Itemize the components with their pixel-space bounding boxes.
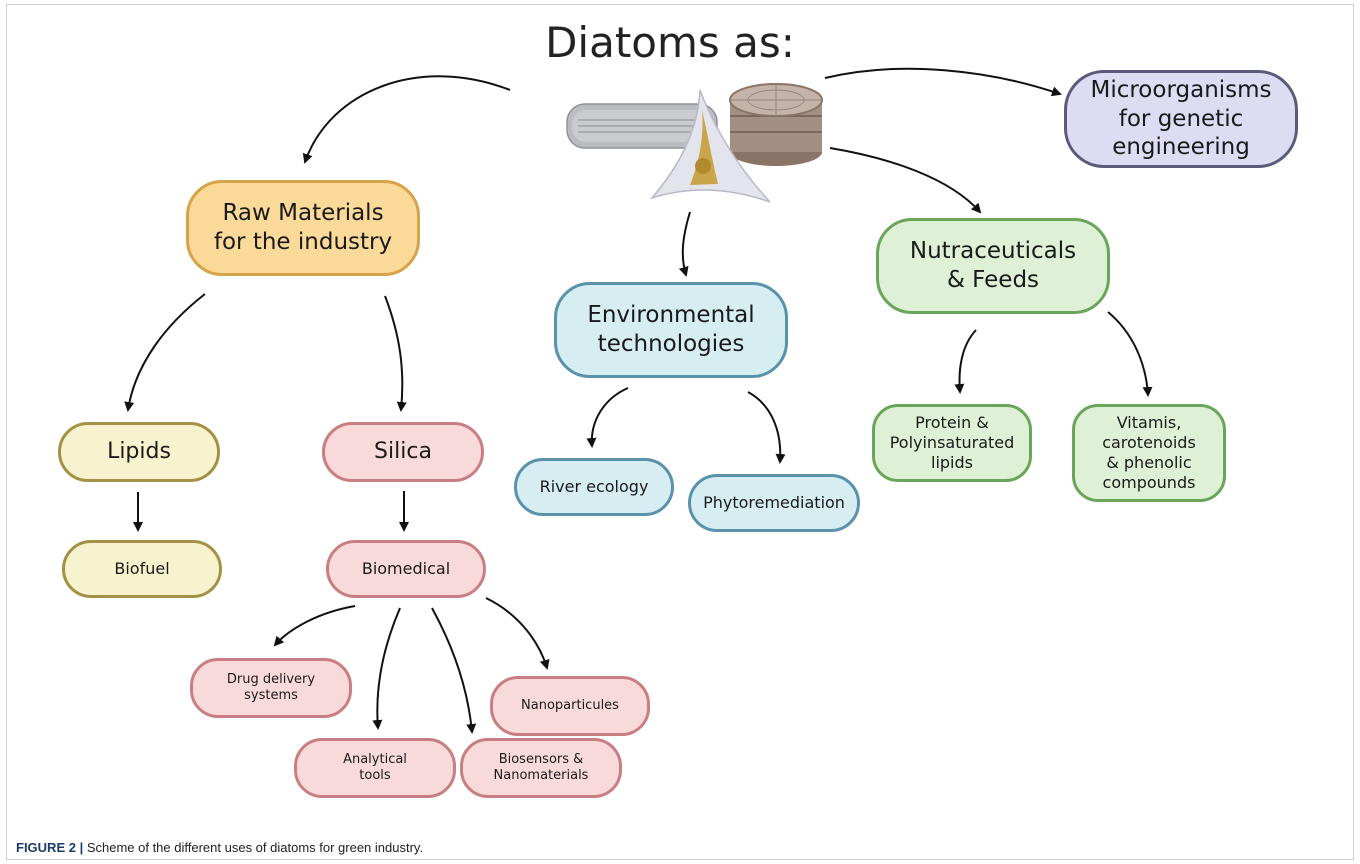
node-vitamins-label: Vitamis, carotenoids & phenolic compound… xyxy=(1102,413,1196,492)
node-lipids-label: Lipids xyxy=(107,439,171,465)
node-nutraceuticals-label: Nutraceuticals & Feeds xyxy=(909,238,1077,293)
node-biomedical-label: Biomedical xyxy=(361,559,451,578)
node-protein: Protein & Polyinsaturated lipids xyxy=(872,404,1032,482)
node-vitamins: Vitamis, carotenoids & phenolic compound… xyxy=(1072,404,1226,502)
node-lipids: Lipids xyxy=(58,422,220,482)
node-environmental: Environmental technologies xyxy=(554,282,788,378)
arrow-to-protein xyxy=(954,329,977,394)
node-biomedical: Biomedical xyxy=(326,540,486,598)
arrow-to-environmental xyxy=(678,211,691,277)
arrow-to-nanoparticules xyxy=(485,597,550,670)
node-nanoparticules: Nanoparticules xyxy=(490,676,650,736)
node-river-ecology: River ecology xyxy=(514,458,674,516)
arrow-to-microorganisms xyxy=(824,67,1062,97)
arrow-to-raw-materials xyxy=(302,75,511,164)
node-microorganisms-label: Microorganisms for genetic engineering xyxy=(1090,76,1272,161)
arrow-to-nutraceuticals xyxy=(829,147,982,214)
node-drug-delivery: Drug delivery systems xyxy=(190,658,352,718)
node-protein-label: Protein & Polyinsaturated lipids xyxy=(889,413,1015,472)
triangular-diatom-icon xyxy=(649,89,771,203)
figure-caption: FIGURE 2 | Scheme of the different uses … xyxy=(16,840,423,855)
node-microorganisms: Microorganisms for genetic engineering xyxy=(1064,70,1298,168)
arrow-to-phytoremediation xyxy=(747,391,786,464)
node-analytical-tools-label: Analytical tools xyxy=(343,751,407,783)
node-biofuel: Biofuel xyxy=(62,540,222,598)
node-biosensors: Biosensors & Nanomaterials xyxy=(460,738,622,798)
arrow-to-silica xyxy=(384,295,407,412)
pennate-diatom-icon xyxy=(566,103,718,149)
node-raw-materials: Raw Materials for the industry xyxy=(186,180,420,276)
node-analytical-tools: Analytical tools xyxy=(294,738,456,798)
node-phytoremediation: Phytoremediation xyxy=(688,474,860,532)
node-drug-delivery-label: Drug delivery systems xyxy=(226,671,316,703)
arrow-to-drug-delivery xyxy=(273,605,356,647)
node-river-ecology-label: River ecology xyxy=(539,477,649,496)
arrow-to-biosensors xyxy=(431,607,477,734)
caption-text: Scheme of the different uses of diatoms … xyxy=(83,840,424,855)
arrow-to-analytical-tools xyxy=(372,607,401,730)
node-phytoremediation-label: Phytoremediation xyxy=(703,493,845,512)
node-raw-materials-label: Raw Materials for the industry xyxy=(213,200,393,255)
arrow-to-lipids xyxy=(124,293,206,412)
node-silica-label: Silica xyxy=(374,439,432,465)
node-environmental-label: Environmental technologies xyxy=(587,302,755,357)
arrow-to-river-ecology xyxy=(586,387,629,448)
arrow-to-vitamins xyxy=(1107,311,1153,397)
figure-frame xyxy=(6,4,1354,860)
node-biofuel-label: Biofuel xyxy=(114,559,170,578)
node-silica: Silica xyxy=(322,422,484,482)
node-biosensors-label: Biosensors & Nanomaterials xyxy=(493,751,589,783)
diagram-title: Diatoms as: xyxy=(545,18,795,67)
caption-label: FIGURE 2 | xyxy=(16,840,84,855)
centric-diatom-icon xyxy=(729,83,823,166)
node-nutraceuticals: Nutraceuticals & Feeds xyxy=(876,218,1110,314)
node-nanoparticules-label: Nanoparticules xyxy=(521,697,619,713)
